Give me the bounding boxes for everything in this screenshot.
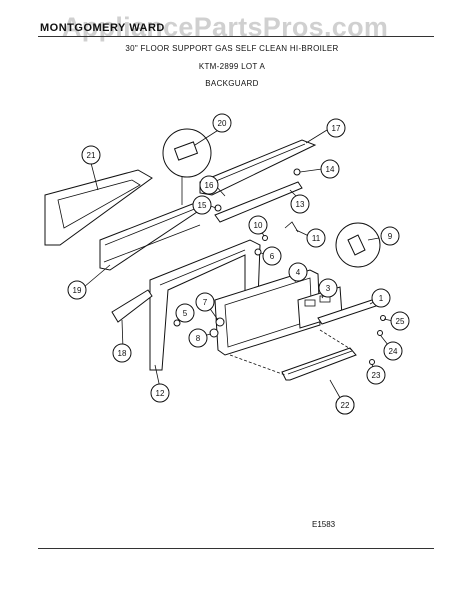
part-19-rail xyxy=(99,202,201,271)
svg-text:4: 4 xyxy=(296,268,301,277)
svg-text:6: 6 xyxy=(270,252,275,261)
callout-23: 23 xyxy=(366,365,386,385)
svg-text:15: 15 xyxy=(198,201,207,210)
svg-text:25: 25 xyxy=(396,317,405,326)
callout-11: 11 xyxy=(306,228,326,248)
svg-text:24: 24 xyxy=(389,347,398,356)
part-5-clip xyxy=(173,319,181,327)
diagram-code: E1583 xyxy=(312,520,336,529)
callout-22: 22 xyxy=(335,395,355,415)
callout-3: 3 xyxy=(318,278,338,298)
callout-21: 21 xyxy=(81,145,101,165)
svg-text:11: 11 xyxy=(312,234,321,243)
watermark: AppliancePartsPros.com xyxy=(62,12,389,42)
callout-15: 15 xyxy=(192,195,212,215)
svg-text:16: 16 xyxy=(205,181,214,190)
footer-rule xyxy=(38,548,434,549)
svg-text:19: 19 xyxy=(73,286,82,295)
svg-text:23: 23 xyxy=(372,371,381,380)
part-8-knob xyxy=(209,328,219,338)
part-20-detail xyxy=(162,128,212,205)
part-25-screw xyxy=(380,315,386,321)
part-6-nut xyxy=(254,248,262,256)
callout-6: 6 xyxy=(262,246,282,266)
callout-17: 17 xyxy=(326,118,346,138)
part-14-screw xyxy=(293,168,301,176)
part-21-panel xyxy=(44,169,153,246)
svg-text:8: 8 xyxy=(196,334,201,343)
callout-5: 5 xyxy=(175,303,195,323)
svg-text:17: 17 xyxy=(332,124,341,133)
assembly-line xyxy=(229,354,286,376)
callout-20: 20 xyxy=(212,113,232,133)
part-18-strip xyxy=(111,289,153,323)
svg-text:14: 14 xyxy=(326,165,335,174)
diagram-title: 30" FLOOR SUPPORT GAS SELF CLEAN HI-BROI… xyxy=(125,44,339,53)
svg-text:1: 1 xyxy=(379,294,384,303)
svg-text:21: 21 xyxy=(87,151,96,160)
part-9-detail xyxy=(335,222,381,268)
svg-text:7: 7 xyxy=(203,298,208,307)
svg-text:9: 9 xyxy=(388,232,393,241)
callout-8: 8 xyxy=(188,328,208,348)
svg-text:12: 12 xyxy=(156,389,165,398)
part-13-channel xyxy=(214,181,303,223)
part-10-screw xyxy=(262,235,268,241)
model-number: KTM-2899 LOT A xyxy=(198,62,266,71)
svg-text:3: 3 xyxy=(326,284,331,293)
callout-18: 18 xyxy=(112,343,132,363)
callout-1: 1 xyxy=(371,288,391,308)
svg-text:5: 5 xyxy=(183,309,188,318)
part-17-trim xyxy=(199,139,317,196)
svg-text:10: 10 xyxy=(254,221,263,230)
svg-text:18: 18 xyxy=(118,349,127,358)
part-24-screw xyxy=(377,330,383,336)
callout-16: 16 xyxy=(199,175,219,195)
callout-25: 25 xyxy=(390,311,410,331)
callout-7: 7 xyxy=(195,292,215,312)
brand-label: MONTGOMERY WARD xyxy=(40,22,165,34)
svg-text:13: 13 xyxy=(296,200,305,209)
svg-text:22: 22 xyxy=(341,401,350,410)
callout-14: 14 xyxy=(320,159,340,179)
callout-13: 13 xyxy=(290,194,310,214)
part-23-screw xyxy=(369,359,375,365)
section-name: BACKGUARD xyxy=(205,79,259,88)
callout-9: 9 xyxy=(380,226,400,246)
part-22-face xyxy=(281,347,357,381)
assembly-line xyxy=(319,329,353,351)
callout-4: 4 xyxy=(288,262,308,282)
callout-10: 10 xyxy=(248,215,268,235)
callout-12: 12 xyxy=(150,383,170,403)
callout-24: 24 xyxy=(383,341,403,361)
callout-19: 19 xyxy=(67,280,87,300)
header-rule xyxy=(38,36,434,37)
part-11-bracket xyxy=(284,221,299,233)
svg-text:20: 20 xyxy=(218,119,227,128)
